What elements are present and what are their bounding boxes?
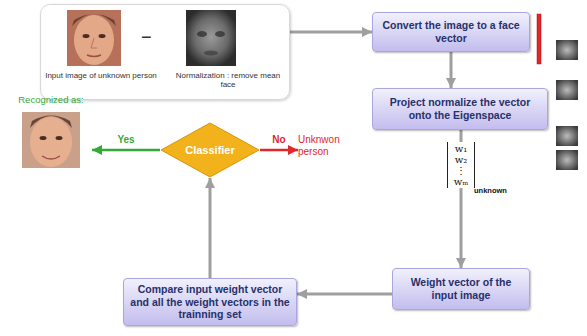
weight-vector-bracket: w₁w₂⋮wₘ bbox=[447, 142, 475, 188]
flow-arrow bbox=[450, 52, 453, 88]
node-text: Convert the image to a face vector bbox=[379, 19, 523, 44]
flow-arrow bbox=[297, 293, 392, 296]
weight-component: w₂ bbox=[451, 154, 471, 165]
decision-diamond: Classifier bbox=[160, 122, 260, 178]
node-text: Project normalize the vector onto the Ei… bbox=[379, 96, 541, 121]
input-panel: Input image of unknown person Normalizati… bbox=[40, 4, 290, 100]
flow-arrow bbox=[209, 178, 212, 278]
input-face-photo bbox=[67, 10, 121, 66]
mean-face-image bbox=[186, 10, 236, 66]
flow-arrow bbox=[92, 149, 160, 152]
node-text: Classifier bbox=[185, 144, 235, 156]
vector-subscript: unknown bbox=[474, 186, 507, 195]
minus-sign: − bbox=[141, 27, 152, 48]
flow-arrow bbox=[290, 31, 372, 34]
recognized-face-photo bbox=[22, 112, 80, 168]
result-unknown: Unknwon person bbox=[298, 134, 356, 166]
eigenface-thumbnails bbox=[556, 40, 578, 170]
weight-component: w₁ bbox=[451, 143, 471, 154]
node-text: Input image of unknown person bbox=[45, 71, 157, 80]
node-text: Compare input weight vector and all the … bbox=[130, 283, 290, 321]
process-box: Compare input weight vector and all the … bbox=[123, 278, 297, 326]
weight-component: wₘ bbox=[451, 176, 471, 187]
face-vector-bar bbox=[537, 14, 541, 64]
result-recognized: Recognized as: bbox=[10, 92, 92, 182]
node-text: Weight vector of the input image bbox=[399, 276, 523, 301]
node-text: Normalization : remove mean face bbox=[169, 71, 287, 89]
process-box: Project normalize the vector onto the Ei… bbox=[372, 88, 548, 130]
process-box: Convert the image to a face vector bbox=[372, 12, 530, 52]
edge-label: Yes bbox=[116, 134, 135, 145]
flow-arrow bbox=[260, 149, 298, 152]
weight-component: ⋮ bbox=[451, 165, 471, 176]
node-text: Unknwon person bbox=[298, 134, 356, 158]
edge-label: No bbox=[271, 134, 286, 145]
node-text: Recognized as: bbox=[10, 94, 92, 105]
process-box: Weight vector of the input image bbox=[392, 268, 530, 310]
